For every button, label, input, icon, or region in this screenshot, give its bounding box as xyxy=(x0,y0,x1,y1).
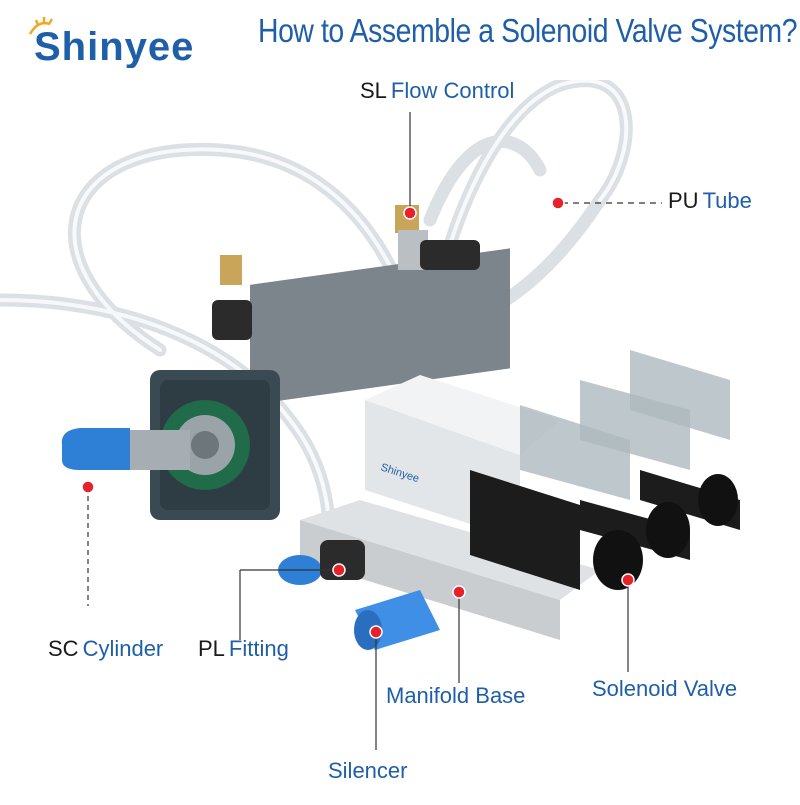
leader-lines xyxy=(87,112,662,750)
header: Shinyee How to Assemble a Solenoid Valve… xyxy=(0,0,800,80)
label-solenoid-valve: Solenoid Valve xyxy=(592,676,738,701)
page-title: How to Assemble a Solenoid Valve System? xyxy=(258,12,798,49)
marker-dots xyxy=(81,196,635,639)
svg-text:Shinyee: Shinyee xyxy=(34,25,194,68)
flow-control xyxy=(212,205,480,340)
sun-icon xyxy=(28,17,54,35)
label-manifold-base: Manifold Base xyxy=(386,683,526,708)
label-silencer: Silencer xyxy=(328,758,408,783)
brand-logo: Shinyee xyxy=(26,16,241,68)
product-photo: Shinyee xyxy=(0,74,800,800)
cylinder xyxy=(61,248,510,520)
solenoid-coils xyxy=(470,350,740,590)
